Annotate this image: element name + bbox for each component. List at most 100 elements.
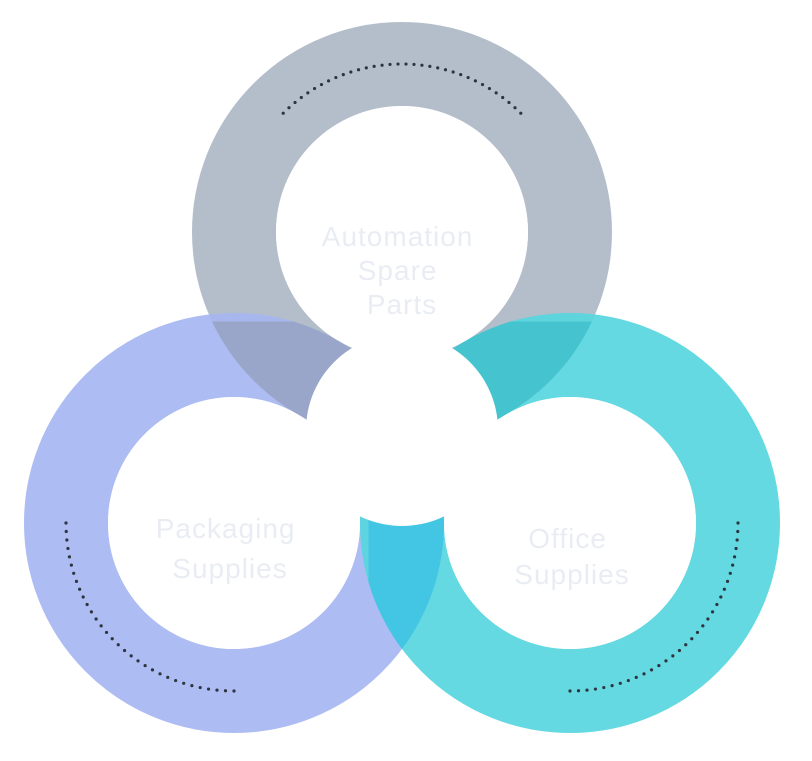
arc-dot — [420, 63, 424, 67]
arc-dot — [110, 637, 114, 641]
arc-dot — [334, 75, 338, 80]
arc-dot — [206, 687, 211, 691]
arc-dot — [618, 681, 622, 685]
arc-dot — [494, 91, 498, 95]
arc-dot — [684, 643, 688, 647]
arc-dot — [725, 579, 730, 583]
arc-dot — [690, 637, 694, 641]
arc-dot — [731, 563, 735, 567]
arc-dot — [466, 75, 470, 80]
arc-dot — [198, 685, 202, 690]
arc-dot — [722, 587, 726, 591]
arc-dot — [129, 654, 133, 658]
arc-dot — [519, 111, 523, 115]
office-label: Office Supplies — [514, 523, 629, 590]
arc-dot — [174, 678, 178, 683]
arc-dot — [568, 689, 572, 693]
arc-dot — [507, 100, 511, 105]
arc-dot — [473, 79, 478, 83]
arc-dot — [319, 82, 324, 87]
arc-dot — [166, 675, 170, 679]
arc-dot — [732, 555, 737, 559]
dotted-arc-right — [568, 521, 740, 693]
arc-dot — [396, 62, 400, 66]
arc-dot — [695, 630, 700, 635]
arc-dot — [706, 617, 710, 621]
arc-dot — [67, 555, 72, 559]
arc-dot — [89, 610, 94, 614]
arc-dot — [65, 538, 69, 542]
arc-dot — [649, 668, 654, 672]
arc-dot — [585, 688, 589, 692]
arc-dot — [736, 521, 740, 525]
arc-dot — [634, 675, 638, 679]
arc-dot — [81, 595, 85, 599]
arc-dot — [299, 95, 303, 100]
arc-dot — [66, 546, 70, 551]
arc-dot — [671, 654, 675, 658]
arc-dot — [78, 587, 82, 591]
dotted-arc-top — [281, 62, 523, 115]
arc-dot — [341, 72, 345, 77]
arc-dot — [715, 602, 719, 607]
arc-dot — [190, 684, 194, 688]
arc-dot — [143, 663, 147, 668]
arc-dot — [735, 538, 739, 542]
arc-dot — [404, 62, 408, 66]
automation-label: Automation Spare Parts — [322, 221, 482, 320]
arc-dot — [232, 689, 236, 693]
arc-dot — [104, 630, 109, 635]
arc-dot — [74, 579, 79, 583]
arc-dot — [480, 82, 485, 87]
arc-dot — [94, 617, 98, 621]
arc-dot — [610, 684, 614, 688]
automation-label-line-1: Automation — [322, 221, 474, 252]
arc-dot — [158, 672, 162, 676]
arc-dot — [182, 681, 186, 685]
arc-dot — [593, 687, 598, 691]
arc-dot — [459, 72, 463, 77]
automation-label-line-3: Parts — [367, 289, 437, 320]
arc-dot — [451, 70, 455, 74]
arc-dot — [443, 68, 448, 72]
arc-dot — [677, 648, 682, 653]
automation-label-line-2: Spare — [358, 255, 438, 286]
arc-dot — [513, 106, 517, 110]
arc-dot — [326, 79, 331, 83]
center-hub — [108, 106, 696, 649]
arc-dot — [306, 91, 310, 95]
arc-dot — [116, 643, 120, 647]
arc-dot — [150, 668, 155, 672]
arc-dot — [642, 672, 646, 676]
arc-dot — [412, 62, 416, 67]
arc-dot — [501, 95, 505, 100]
arc-dot — [72, 571, 76, 575]
office-label-line-2: Supplies — [514, 559, 629, 590]
arc-dot — [626, 678, 630, 683]
arc-dot — [99, 624, 103, 628]
arc-dot — [215, 688, 219, 692]
arc-dot — [436, 66, 440, 70]
dotted-arc-left — [64, 521, 236, 693]
arc-dot — [356, 68, 361, 72]
arc-dot — [728, 571, 732, 575]
arc-dot — [736, 529, 740, 534]
arc-dot — [69, 563, 73, 567]
arc-dot — [428, 64, 432, 68]
arc-dot — [85, 602, 89, 607]
office-label-line-1: Office — [528, 523, 607, 554]
arc-dot — [380, 63, 384, 67]
arc-dot — [293, 100, 297, 105]
arc-dot — [388, 62, 392, 67]
arc-dot — [710, 610, 715, 614]
packaging-label: Packaging Supplies — [156, 513, 305, 584]
arc-dot — [64, 529, 68, 534]
arc-dot — [664, 659, 668, 663]
arc-dot — [734, 546, 738, 551]
packaging-label-line-1: Packaging — [156, 513, 296, 544]
packaging-label-line-2: Supplies — [172, 553, 287, 584]
arc-dot — [312, 86, 317, 91]
arc-dot — [281, 111, 285, 115]
arc-dot — [576, 689, 581, 693]
